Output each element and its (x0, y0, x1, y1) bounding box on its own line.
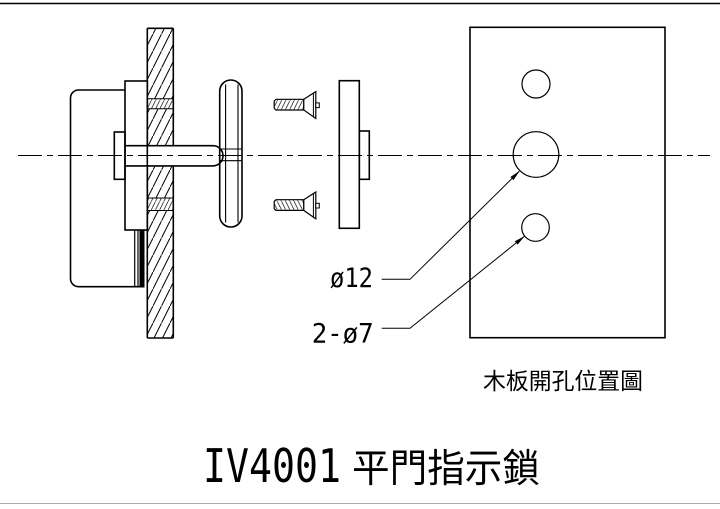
leader-phi12 (381, 170, 520, 280)
screw-top-head (303, 90, 317, 120)
screw-bottom (273, 190, 320, 221)
leader-phi7-arrowhead (514, 236, 525, 245)
drawing-title-name: 平門指示鎖 (352, 447, 540, 492)
thumbturn-knob (218, 79, 243, 228)
label-phi7: 2-ø7 (312, 319, 374, 350)
panel-hatch-seg3 (147, 165, 174, 198)
screw-bottom-shank (273, 199, 305, 212)
hole-phi7-top (521, 69, 551, 99)
screw-top-shank (273, 98, 305, 111)
board-view-caption: 木板開孔位置圖 (483, 369, 643, 395)
drawing-title: IV4001 平門指示鎖 (203, 439, 540, 493)
wood-board-view (469, 26, 666, 339)
screw-top-slot (315, 102, 320, 109)
screw-bottom-head (303, 190, 317, 221)
outer-rose-plate (338, 79, 371, 230)
spindle-shaft (125, 144, 224, 167)
panel-hatch-seg4 (147, 210, 174, 338)
panel-hatch-seg2 (147, 108, 174, 146)
leader-phi12-arrowhead (510, 170, 520, 181)
screw-bottom-slot (315, 202, 320, 209)
label-phi12: ø12 (330, 263, 373, 294)
hole-phi12-center (512, 131, 560, 178)
leader-phi7-line (381, 235, 526, 329)
screw-top (273, 90, 320, 120)
door-panel-section (146, 27, 175, 339)
rose-plate-boss (358, 130, 371, 181)
panel-hatch-seg1 (147, 28, 174, 99)
screw-hole-band-bottom (147, 198, 174, 211)
rose-plate-outline (338, 79, 361, 230)
knob-outline (218, 79, 243, 228)
hole-phi7-bottom (521, 213, 550, 242)
screw-hole-band-top (147, 98, 174, 109)
shaft-rounded-cap (212, 144, 224, 167)
wood-board-outline (469, 26, 666, 339)
spindle-hub (113, 131, 126, 181)
lock-body (69, 89, 145, 288)
leader-phi7 (381, 235, 526, 329)
drawing-title-model: IV4001 (203, 439, 341, 493)
leader-phi12-line (381, 170, 520, 280)
lock-section-view (69, 80, 149, 288)
latch-strip-black-bar (139, 230, 145, 287)
